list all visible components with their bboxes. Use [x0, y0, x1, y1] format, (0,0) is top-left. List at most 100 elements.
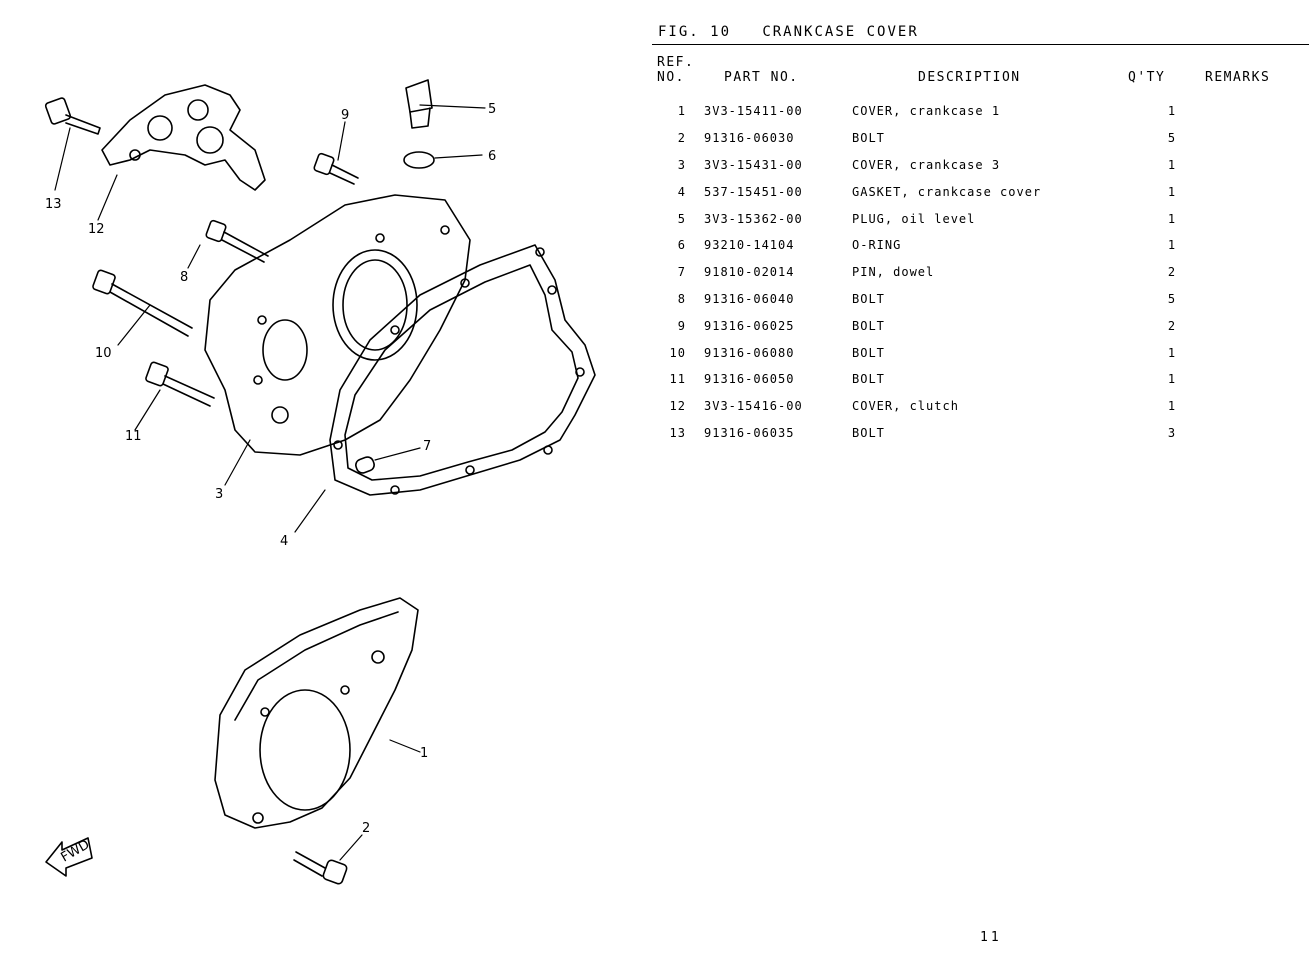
- description-cell: BOLT: [852, 131, 885, 146]
- part-no-cell: 3V3-15362-00: [704, 211, 803, 226]
- ref-no-cell: 9: [677, 318, 686, 333]
- callout-12: 12: [88, 222, 105, 237]
- qty-cell: 1: [1167, 399, 1177, 414]
- table-row: 10 91316-06080 BOLT 1: [650, 339, 1300, 366]
- remarks-cell: [1192, 125, 1300, 152]
- bolt-10-drawing: [92, 269, 193, 337]
- part-no-cell: 91316-06050: [704, 372, 795, 387]
- ref-no-cell: 2: [677, 131, 686, 146]
- callout-2: 2: [362, 821, 370, 836]
- remarks-cell: [1192, 259, 1300, 286]
- title-rule: [652, 44, 1309, 45]
- table-row: 13 91316-06035 BOLT 3: [650, 420, 1300, 447]
- description-cell: BOLT: [852, 372, 885, 387]
- table-row: 4 537-15451-00 GASKET, crankcase cover 1: [650, 178, 1300, 205]
- part-no-cell: 91316-06025: [704, 318, 795, 333]
- ref-no-cell: 4: [677, 184, 686, 199]
- callout-1: 1: [420, 746, 428, 761]
- part-no-cell: 3V3-15431-00: [704, 157, 803, 172]
- callout-4: 4: [280, 534, 288, 549]
- part-no-cell: 537-15451-00: [704, 184, 803, 199]
- part-no-cell: 3V3-15416-00: [704, 399, 803, 414]
- part-no-cell: 91810-02014: [704, 265, 795, 280]
- o-ring-drawing: [403, 151, 435, 169]
- figure-title: FIG. 10 CRANKCASE COVER: [658, 24, 919, 40]
- remarks-cell: [1192, 312, 1300, 339]
- ref-no-cell: 1: [677, 104, 686, 119]
- forward-arrow-label: FWD: [59, 837, 93, 865]
- description-cell: GASKET, crankcase cover: [852, 184, 1042, 199]
- table-row: 6 93210-14104 O-RING 1: [650, 232, 1300, 259]
- qty-cell: 2: [1167, 265, 1177, 280]
- remarks-cell: [1192, 152, 1300, 179]
- forward-arrow-icon: FWD: [45, 837, 93, 877]
- callout-11: 11: [125, 429, 142, 444]
- header-qty: Q'TY: [1128, 70, 1166, 85]
- clutch-cover-drawing: [101, 84, 266, 191]
- part-no-cell: 93210-14104: [704, 238, 795, 253]
- callout-10: 10: [95, 346, 112, 361]
- description-cell: BOLT: [852, 345, 885, 360]
- header-ref-no: REF. NO.: [657, 55, 695, 85]
- qty-cell: 1: [1167, 238, 1177, 253]
- oil-plug-drawing: [405, 79, 433, 129]
- ref-no-cell: 12: [669, 399, 686, 414]
- ref-no-cell: 6: [677, 238, 686, 253]
- qty-cell: 1: [1167, 184, 1177, 199]
- qty-cell: 3: [1167, 425, 1177, 440]
- remarks-cell: [1192, 205, 1300, 232]
- page-number: 11: [980, 930, 1002, 945]
- remarks-cell: [1192, 178, 1300, 205]
- header-part-no: PART NO.: [724, 70, 799, 85]
- exploded-view-diagram: FWD 1 2 3 4 5 6 7 8 9 10 11 12 13: [44, 79, 596, 885]
- leader-lines: [54, 104, 486, 861]
- callouts: 1 2 3 4 5 6 7 8 9 10 11 12 13: [45, 102, 496, 836]
- callout-3: 3: [215, 487, 223, 502]
- qty-cell: 1: [1167, 372, 1177, 387]
- remarks-cell: [1192, 286, 1300, 313]
- ref-no-cell: 13: [669, 425, 686, 440]
- qty-cell: 5: [1167, 131, 1177, 146]
- description-cell: BOLT: [852, 318, 885, 333]
- ref-no-cell: 10: [669, 345, 686, 360]
- table-row: 1 3V3-15411-00 COVER, crankcase 1 1: [650, 98, 1300, 125]
- remarks-cell: [1192, 393, 1300, 420]
- description-cell: O-RING: [852, 238, 902, 253]
- description-cell: PIN, dowel: [852, 265, 935, 280]
- part-no-cell: 91316-06035: [704, 425, 795, 440]
- remarks-cell: [1192, 339, 1300, 366]
- qty-cell: 5: [1167, 291, 1177, 306]
- description-cell: COVER, clutch: [852, 399, 959, 414]
- ref-no-cell: 5: [677, 211, 686, 226]
- callout-8: 8: [180, 270, 188, 285]
- description-cell: BOLT: [852, 425, 885, 440]
- table-row: 12 3V3-15416-00 COVER, clutch 1: [650, 393, 1300, 420]
- part-no-cell: 91316-06030: [704, 131, 795, 146]
- part-no-cell: 91316-06080: [704, 345, 795, 360]
- header-remarks: REMARKS: [1205, 70, 1271, 85]
- description-cell: COVER, crankcase 1: [852, 104, 1001, 119]
- qty-cell: 1: [1167, 104, 1177, 119]
- table-row: 9 91316-06025 BOLT 2: [650, 312, 1300, 339]
- qty-cell: 1: [1167, 211, 1177, 226]
- ref-no-cell: 3: [677, 157, 686, 172]
- part-no-cell: 91316-06040: [704, 291, 795, 306]
- remarks-cell: [1192, 98, 1300, 125]
- part-no-cell: 3V3-15411-00: [704, 104, 803, 119]
- callout-7: 7: [423, 439, 431, 454]
- callout-9: 9: [341, 108, 349, 123]
- header-description: DESCRIPTION: [918, 70, 1021, 85]
- qty-cell: 2: [1167, 318, 1177, 333]
- bolt-9-drawing: [313, 152, 359, 185]
- bolt-2-drawing: [293, 851, 348, 885]
- qty-cell: 1: [1167, 345, 1177, 360]
- bolt-11-drawing: [145, 361, 215, 407]
- qty-cell: 1: [1167, 157, 1177, 172]
- gasket-drawing: [329, 244, 596, 496]
- callout-6: 6: [488, 149, 496, 164]
